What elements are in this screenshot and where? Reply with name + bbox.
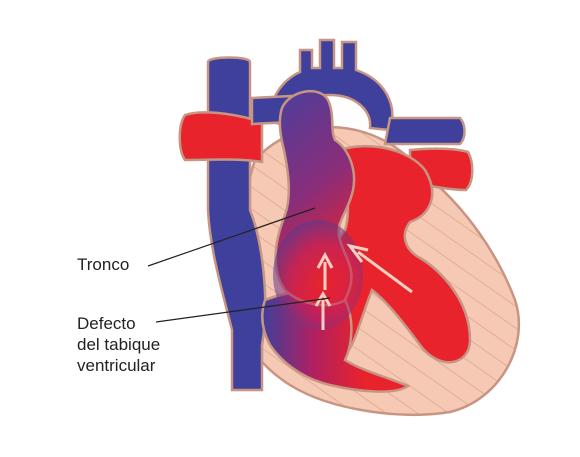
defect-label-line1: Defecto (77, 314, 136, 333)
flow-arrow-up (316, 251, 334, 290)
tronco-label: Tronco (77, 255, 130, 274)
defect-label-line2: del tabique (77, 335, 161, 354)
pulmonary-artery-left (178, 111, 264, 164)
defect-label: Defecto del tabique ventricular (77, 313, 160, 376)
pulmonary-branch-right (383, 116, 466, 146)
flow-arrow-left (346, 243, 413, 294)
defect-label-line3: ventricular (77, 356, 156, 375)
defecto-leader-line (155, 297, 331, 323)
tronco-leader-line (147, 207, 316, 267)
defect-mixing-zone (273, 220, 363, 330)
flow-arrow-defect (314, 291, 332, 330)
